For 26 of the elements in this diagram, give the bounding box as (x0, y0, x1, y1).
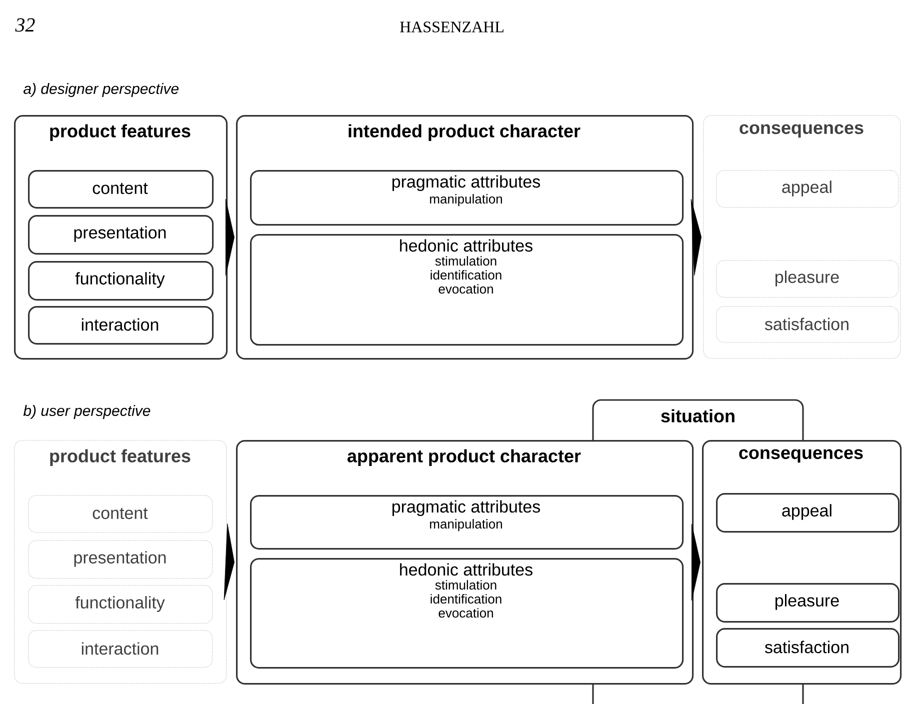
feature-box: pleasure (716, 260, 899, 298)
feature-box: presentation (28, 540, 213, 579)
attribute-box: hedonic attributes stimulation identification evocation (250, 558, 684, 669)
attribute-box: pragmatic attributes manipulation (250, 170, 684, 226)
feature-box: satisfaction (716, 628, 900, 668)
section-heading: b) user perspective (23, 405, 150, 419)
chevron-arrow (690, 198, 702, 276)
page-number: 32 (15, 18, 35, 32)
feature-box: content (28, 495, 213, 533)
feature-box: satisfaction (716, 306, 899, 343)
feature-box: interaction (28, 306, 214, 345)
feature-box: functionality (28, 261, 214, 301)
attribute-box: hedonic attributes stimulation identification evocation (250, 234, 684, 346)
chevron-arrow (225, 198, 234, 276)
chevron-arrow (691, 524, 700, 601)
feature-box: interaction (28, 630, 213, 668)
feature-box: pleasure (716, 583, 900, 623)
feature-box: presentation (28, 215, 214, 255)
attribute-box: pragmatic attributes manipulation (250, 495, 684, 550)
chevron-arrow (224, 523, 234, 600)
feature-box: functionality (28, 585, 213, 624)
running-header: HASSENZAHL (400, 22, 504, 32)
feature-box: appeal (716, 170, 899, 208)
feature-box: appeal (716, 493, 900, 533)
section-heading: a) designer perspective (24, 83, 179, 97)
feature-box: content (28, 170, 214, 209)
